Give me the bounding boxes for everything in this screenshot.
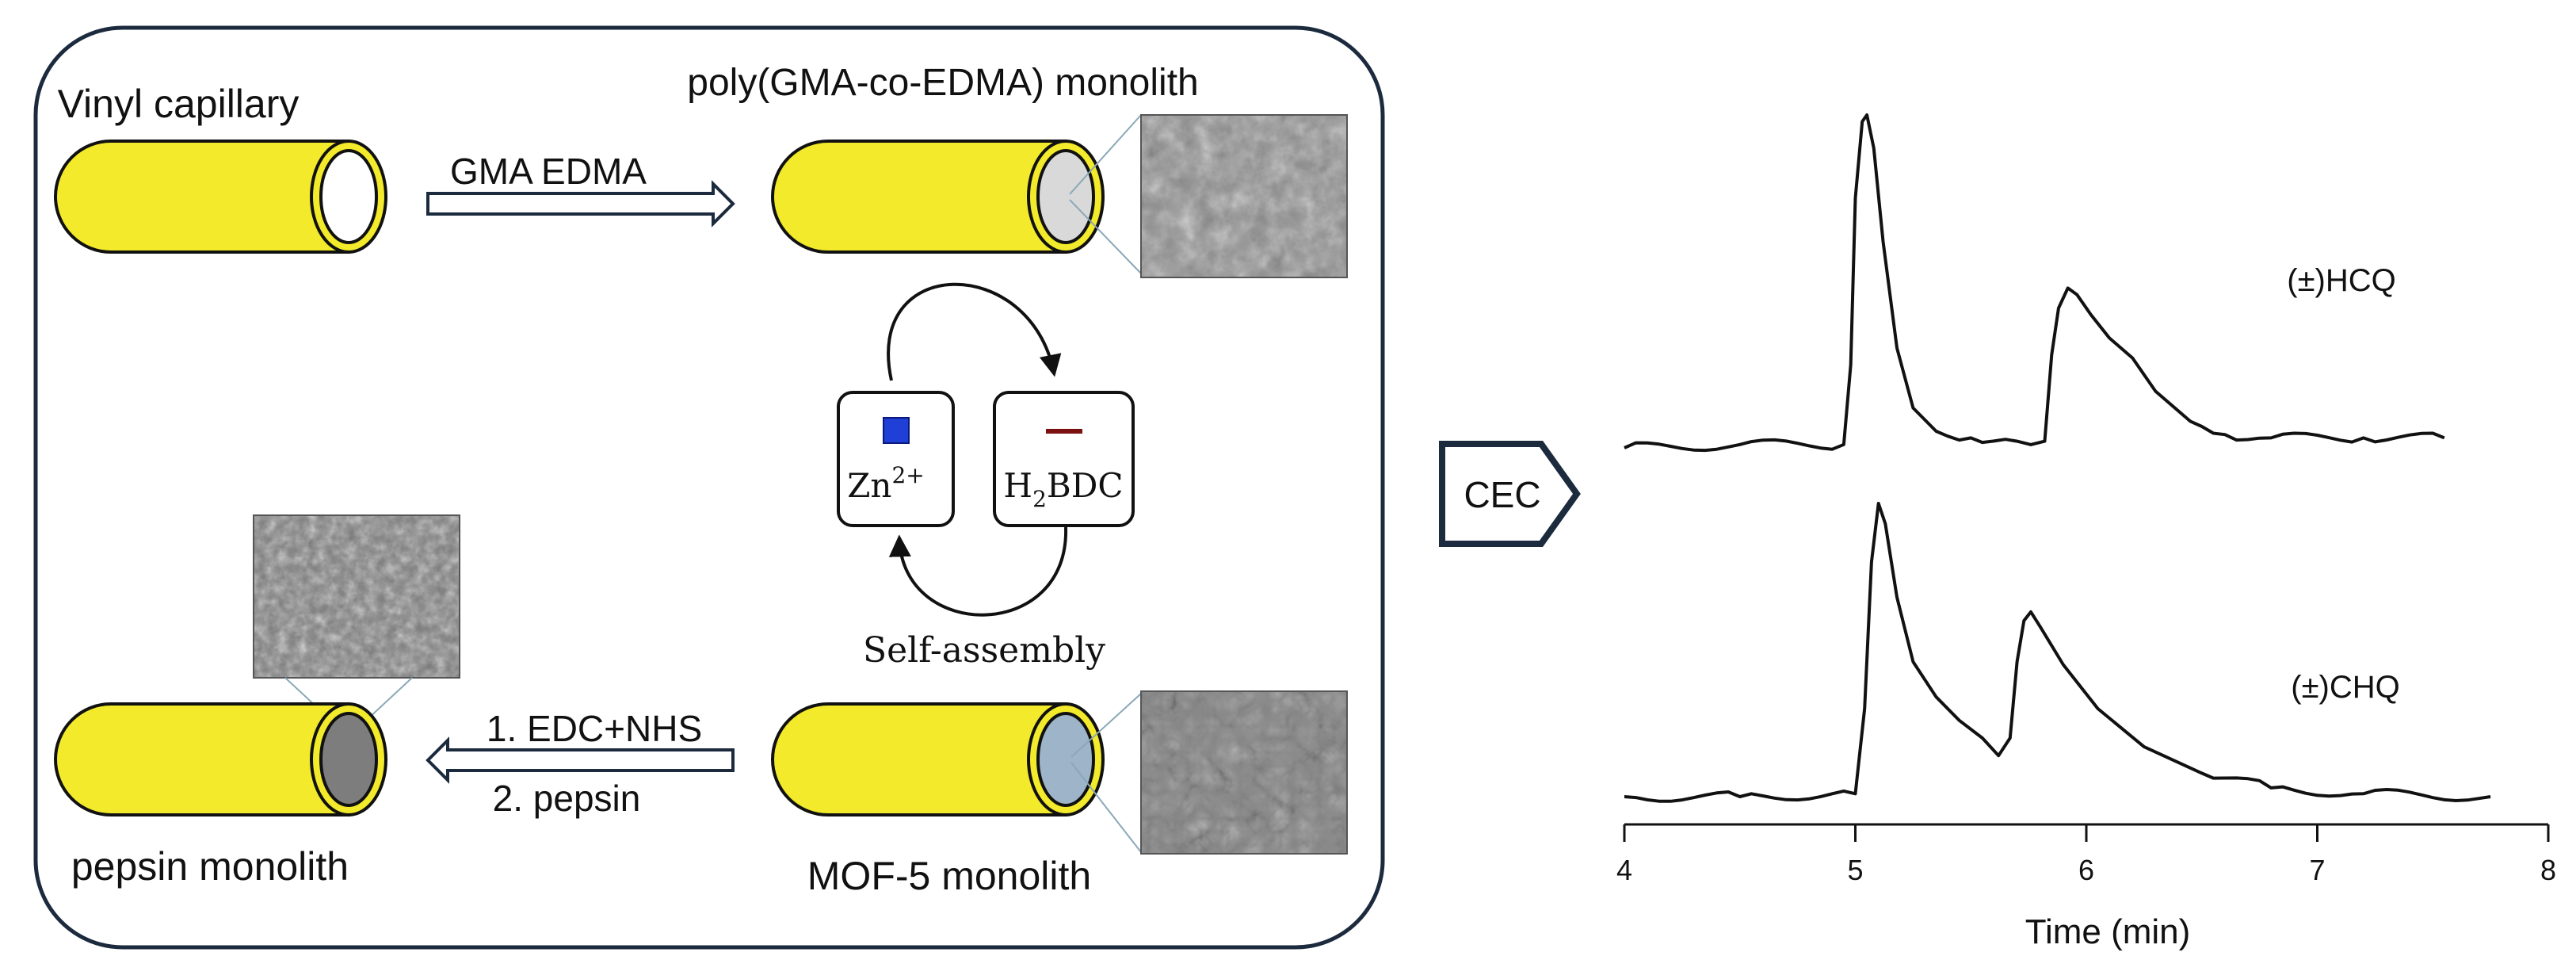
self-assembly-label: Self-assembly xyxy=(863,630,1105,671)
mof5-monolith-sem-image xyxy=(1140,690,1348,855)
x-axis-ticks: 4 5 6 7 8 xyxy=(1616,824,2556,886)
x-tick-label: 5 xyxy=(1847,854,1863,886)
zoom-line xyxy=(1069,114,1142,195)
step-2-label: 2. pepsin xyxy=(493,778,641,819)
right-hollow-arrow xyxy=(426,180,735,228)
pepsin-monolith-end xyxy=(319,712,378,807)
x-tick-label: 8 xyxy=(2540,854,2556,886)
cycle-arrow-bottom xyxy=(888,526,1068,617)
mof5-monolith-capillary-icon xyxy=(771,702,1105,816)
synthesis-scheme-panel: Vinyl capillary GMA EDMA poly(GMA-co-EDM… xyxy=(33,25,1385,950)
chromatogram-traces xyxy=(1624,113,2491,803)
x-tick-label: 6 xyxy=(2078,854,2094,886)
cec-label: CEC xyxy=(1464,474,1540,515)
trace-hcq xyxy=(1624,113,2445,453)
gma-edma-label: GMA EDMA xyxy=(450,151,647,192)
zoom-line xyxy=(1070,762,1142,853)
mof5-monolith-end xyxy=(1036,712,1095,807)
zoom-line xyxy=(1069,199,1142,274)
x-axis-title: Time (min) xyxy=(2025,912,2191,951)
series-label-chq: (±)CHQ xyxy=(2291,670,2399,705)
bdc-marker-icon xyxy=(1046,429,1082,434)
bdc-linker-box: H2BDC xyxy=(993,391,1135,527)
zn-marker-icon xyxy=(883,417,910,444)
mof5-monolith-label: MOF-5 monolith xyxy=(807,854,1091,898)
vinyl-capillary-icon xyxy=(54,140,387,254)
pepsin-monolith-capillary-icon xyxy=(54,702,387,816)
electropherogram-chart: 4 5 6 7 8 Time (min) (±)HCQ (±)CHQ xyxy=(1616,113,2556,951)
cec-arrow: CEC xyxy=(1439,441,1581,547)
poly-monolith-label: poly(GMA-co-EDMA) monolith xyxy=(687,62,1198,104)
vinyl-capillary-label: Vinyl capillary xyxy=(58,82,300,126)
zn-ion-box: Zn2+ xyxy=(837,391,955,527)
poly-monolith-capillary-icon xyxy=(771,140,1105,254)
bdc-label: H2BDC xyxy=(1003,466,1123,512)
zoom-line xyxy=(1070,693,1142,758)
vinyl-capillary-end xyxy=(319,149,378,244)
x-tick-label: 4 xyxy=(1616,854,1632,886)
zn-label: Zn2+ xyxy=(847,462,925,505)
poly-monolith-sem-image xyxy=(1140,114,1348,278)
series-label-hcq: (±)HCQ xyxy=(2287,263,2395,298)
pepsin-sem-image xyxy=(253,514,460,679)
cycle-arrow-top xyxy=(887,282,1062,381)
x-tick-label: 7 xyxy=(2309,854,2325,886)
pepsin-monolith-label: pepsin monolith xyxy=(71,844,349,889)
step-1-label: 1. EDC+NHS xyxy=(487,708,702,749)
poly-monolith-end xyxy=(1036,149,1095,244)
trace-chq xyxy=(1624,502,2491,803)
left-hollow-arrow xyxy=(426,736,735,784)
